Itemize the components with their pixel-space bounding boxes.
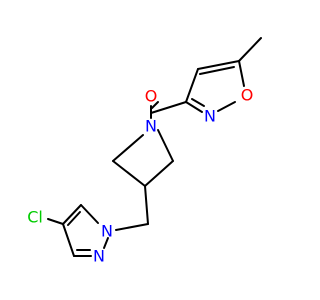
atom-n1-pyrazole: N: [101, 222, 113, 241]
atom-o-isoxazole: O: [241, 86, 254, 105]
bond-c3-n-double: [191, 98, 205, 107]
bond-n-ch2-right: [157, 129, 174, 162]
atom-n2-pyrazole: N: [93, 247, 105, 266]
bond-n1-c5: [80, 204, 99, 224]
bond-c5-c4-pyr-double: [67, 211, 81, 226]
bond-c5-c4-double: [199, 66, 235, 75]
molecule-canvas: O O N N N N Cl: [27, 37, 262, 266]
bond-methyl: [238, 37, 262, 62]
bond-c3-n: [185, 101, 203, 113]
bond-ch-ch2-linker: [144, 185, 149, 225]
bond-o-n: [217, 101, 236, 112]
bond-c5-c4-pyr: [62, 204, 82, 225]
bond-ch2-left-n: [112, 134, 144, 162]
atom-chlorine: Cl: [27, 208, 43, 227]
structure-drawing: O O N N N N Cl: [27, 37, 262, 266]
bond-c4-c3: [185, 68, 199, 103]
bonds: [47, 37, 262, 257]
bond-c3-carbonyl: [150, 101, 187, 114]
bond-linker-n1: [115, 223, 149, 231]
bond-c5-c4: [197, 60, 240, 70]
atom-labels: O O N N N N Cl: [27, 86, 253, 266]
bond-c5-o: [238, 60, 245, 87]
atom-n-azetidine: N: [145, 117, 157, 136]
bond-n2-n1: [103, 237, 109, 249]
bond-ch-ch2-left: [112, 160, 146, 187]
atom-o-carbonyl: O: [145, 87, 158, 106]
bond-c4-cl: [47, 218, 64, 225]
bond-c4-c3-pyr: [62, 223, 75, 257]
bond-carbonyl-o-upper: [151, 101, 159, 109]
bond-ch2-right-ch: [144, 160, 174, 187]
atom-n-isoxazole: N: [204, 107, 216, 126]
